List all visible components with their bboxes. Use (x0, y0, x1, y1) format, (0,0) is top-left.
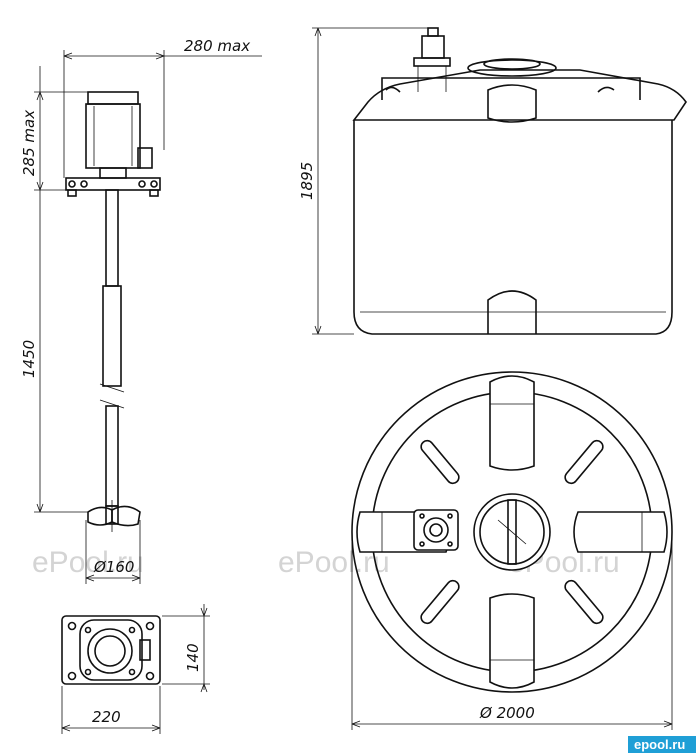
dim-flange-height: 140 (184, 643, 202, 672)
mixer-side-view: 280 max 285 max 1450 Ø160 (20, 37, 262, 584)
manhole-lid (467, 59, 557, 77)
flange-hub (79, 619, 143, 681)
dim-tank-diameter: Ø 2000 (479, 704, 535, 722)
mounting-plate (65, 177, 161, 191)
shaft-lower (105, 405, 119, 507)
tank-body (353, 120, 673, 335)
flange-bolts (67, 621, 155, 681)
plate-bolts (67, 180, 159, 197)
brand-badge-bg (628, 736, 696, 753)
brand-label: epool.ru (634, 737, 685, 752)
dim-tank-height: 1895 (298, 162, 316, 200)
tank-outer-circle (351, 371, 673, 693)
dim-shaft-length: 1450 (20, 340, 38, 378)
tank-motor (421, 35, 445, 59)
terminal-box (137, 147, 153, 169)
brand-badge: epool.ru (628, 736, 696, 753)
bottom-handle-pocket (487, 290, 537, 334)
flange-plate (61, 615, 161, 685)
dim-impeller-diameter: Ø160 (93, 558, 134, 576)
dim-motor-height: 285 max (20, 110, 38, 176)
motor-neck (99, 167, 127, 179)
top-view-ribs (420, 439, 604, 625)
top-handle-pocket (487, 84, 537, 123)
tank-side-view: 1895 (298, 27, 687, 335)
shaft-upper (105, 189, 119, 287)
top-rail (381, 77, 641, 100)
tank-top-view: Ø 2000 (351, 371, 673, 730)
flange-top-view: 140 220 (61, 604, 210, 734)
watermark-left: ePool.ru (32, 546, 144, 579)
impeller (87, 500, 141, 532)
dim-mixer-width: 280 max (184, 37, 250, 55)
tank-top-dome (352, 69, 687, 121)
mixer-mount-top (413, 509, 459, 551)
shaft-sleeve (102, 285, 122, 387)
dim-flange-width: 220 (92, 708, 121, 726)
motor-cap (87, 91, 139, 105)
